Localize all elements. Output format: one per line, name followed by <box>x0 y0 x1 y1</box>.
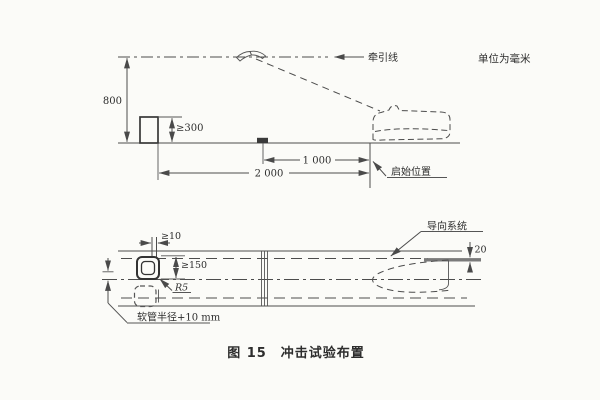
pulley-hook-icon <box>235 50 267 62</box>
dim-800-label: 800 <box>103 96 122 107</box>
guide-system-label: 导向系统 <box>427 220 467 233</box>
figure-caption: 图 15 冲击试验布置 <box>227 345 365 361</box>
dimension-2000: 2 000 <box>158 169 370 180</box>
dimension-tube-150: ≥150 <box>161 255 207 280</box>
vehicle-nose-outline <box>371 259 449 293</box>
dimension-1000: 1 000 <box>263 156 370 167</box>
dimension-block-height: ≥300 <box>169 117 203 143</box>
impactor-shaft <box>151 237 157 257</box>
dimension-800: 800 <box>103 57 130 143</box>
track-joint <box>261 251 268 306</box>
hose-offset-dimension: 软管半径+10 mm <box>102 258 221 324</box>
start-position-label: 启始位置 <box>391 165 431 178</box>
dim-300-label: ≥300 <box>176 123 203 134</box>
radius-callout: R5 <box>159 278 191 294</box>
dimension-gap-10: ≥10 <box>139 231 181 246</box>
unit-note: 单位为毫米 <box>478 52 531 65</box>
hose-hidden-outline <box>133 285 159 308</box>
guide-system-callout: 导向系统 <box>390 220 483 257</box>
radius-label: R5 <box>174 283 188 294</box>
dim-2000-label: 2 000 <box>255 169 284 180</box>
hose-radius-label: 软管半径+10 mm <box>137 311 221 324</box>
guide-rail-band <box>424 258 481 262</box>
traction-rope-dashed <box>255 58 381 112</box>
traction-line-label: 牵引线 <box>368 51 398 64</box>
impactor-tube <box>136 256 160 280</box>
side-view: 牵引线 800 ≥300 1 000 <box>103 50 460 188</box>
plan-view: 20 导向系统 ≥10 ≥150 <box>102 220 487 324</box>
dim-10-label: ≥10 <box>161 231 181 242</box>
dim-20-label: 20 <box>475 245 487 256</box>
vehicle-outline <box>372 105 451 141</box>
obstacle-block <box>139 116 159 144</box>
ground-marker <box>257 137 268 143</box>
start-position-callout: 启始位置 <box>372 161 447 178</box>
dimension-20: 20 <box>467 242 487 273</box>
dim-150-label: ≥150 <box>181 260 207 271</box>
dim-1000-label: 1 000 <box>303 156 332 167</box>
